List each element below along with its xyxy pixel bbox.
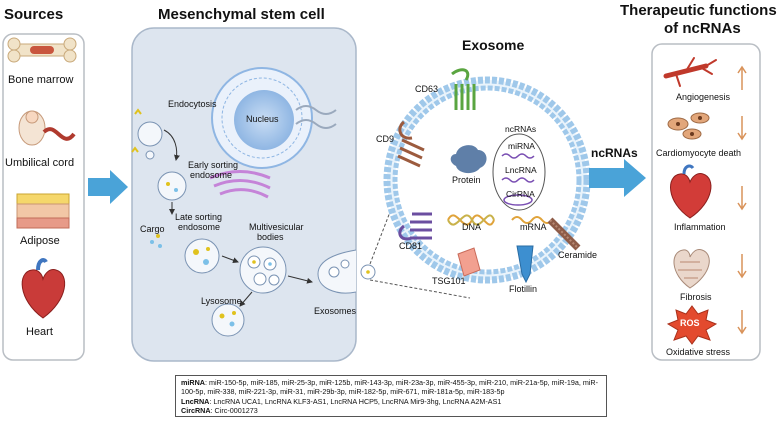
early-endosome-label-1: Early sorting: [188, 160, 239, 170]
title-exosome: Exosome: [462, 37, 525, 53]
title-functions-2: of ncRNAs: [664, 20, 741, 37]
lncrna-label: LncRNA: [505, 165, 537, 175]
fetus-cord-icon: [18, 110, 76, 146]
legend-circrna-line: CircRNA: Circ-0001273: [181, 406, 601, 415]
legend-mirna-list: : miR-150-5p, miR-185, miR-25-3p, miR-12…: [181, 378, 599, 397]
source-label-bone-marrow: Bone marrow: [8, 74, 74, 86]
ncrnas-arrow-label: ncRNAs: [591, 146, 638, 160]
mvb-label-2: bodies: [257, 232, 284, 242]
tsg101-icon: [457, 247, 481, 277]
dna-icon: [447, 214, 495, 226]
source-label-heart: Heart: [26, 326, 53, 338]
function-arrows: [737, 65, 747, 335]
function-label-oxidative-stress: Oxidative stress: [666, 347, 731, 357]
late-sorting-endosome: [184, 238, 220, 274]
protein-label: Protein: [452, 175, 481, 185]
vessel-icon: [663, 57, 717, 87]
legend-mirna-key: miRNA: [181, 378, 205, 387]
legend-lncrna-line: LncRNA: LncRNA UCA1, LncRNA KLF3-AS1, Ln…: [181, 397, 601, 406]
arrow-ncrna-to-functions: [589, 159, 646, 197]
mrna-icon: [511, 216, 553, 224]
tsg101-label: TSG101: [432, 276, 466, 286]
exosomes-label: Exosomes: [314, 306, 357, 316]
exosome: [383, 76, 591, 284]
fibrotic-heart-icon: [673, 249, 710, 289]
cd81-protein: [398, 212, 432, 241]
legend-circrna-list: : Circ-0001273: [210, 405, 258, 415]
ceramide-icon: [547, 217, 581, 251]
source-label-umbilical-cord: Umbilical cord: [5, 157, 75, 169]
golgi-icon: [209, 170, 271, 199]
ceramide-label: Ceramide: [558, 250, 598, 260]
cargo-icon: [150, 234, 162, 248]
lysosome-label: Lysosome: [201, 296, 242, 306]
endocytosis-label: Endocytosis: [168, 99, 217, 109]
heart-icon: [21, 258, 66, 319]
ros-badge: ROS: [680, 318, 700, 328]
cd63-label: CD63: [415, 84, 439, 94]
nucleus: [211, 67, 313, 169]
early-sorting-endosome: [157, 171, 187, 201]
legend-circrna-key: CircRNA: [181, 405, 211, 415]
endocytosis-vesicle: [137, 121, 163, 147]
multivesicular-body: [239, 246, 287, 294]
er-icon: [295, 105, 337, 129]
cd63-protein: [451, 68, 476, 110]
protein-icon: [450, 145, 487, 174]
cargo-label: Cargo: [140, 224, 165, 234]
mvb-label-1: Multivesicular: [249, 222, 304, 232]
mrna-label: mRNA: [520, 222, 547, 232]
legend-mirna-line: miRNA: miR-150-5p, miR-185, miR-25-3p, m…: [181, 378, 601, 397]
early-endosome-label-2: endosome: [190, 170, 233, 180]
cd81-label: CD81: [399, 241, 423, 251]
arrow-sources-to-cell: [88, 170, 128, 204]
cd9-label: CD9: [376, 134, 395, 144]
dna-label: DNA: [462, 222, 482, 232]
cardiomyocyte-icon: [667, 112, 710, 140]
title-sources: Sources: [4, 6, 64, 23]
title-functions-1: Therapeutic functions: [620, 2, 777, 19]
late-endosome-label-2: endosome: [178, 222, 221, 232]
source-label-adipose: Adipose: [20, 235, 60, 247]
legend-lncrna-list: : LncRNA UCA1, LncRNA KLF3-AS1, LncRNA H…: [209, 396, 502, 406]
lysosome: [211, 303, 245, 337]
legend-lncrna-key: LncRNA: [181, 396, 210, 406]
cd9-protein: [397, 120, 425, 168]
circrna-label: CirRNA: [506, 189, 535, 199]
title-msc: Mesenchymal stem cell: [158, 6, 325, 23]
ros-burst-icon: [666, 305, 718, 345]
fat-tissue-icon: [16, 193, 70, 229]
function-label-angiogenesis: Angiogenesis: [676, 92, 731, 102]
function-label-fibrosis: Fibrosis: [680, 292, 712, 302]
function-label-cardiomyocyte-death: Cardiomyocyte death: [656, 148, 742, 158]
exosome-release: [317, 249, 376, 294]
function-label-inflammation: Inflammation: [674, 222, 726, 232]
ncrnas-label: ncRNAs: [505, 124, 537, 134]
flotillin-icon: [516, 245, 534, 284]
ncrna-cluster: [492, 133, 546, 211]
mirna-label: miRNA: [508, 141, 535, 151]
ncrna-legend: miRNA: miR-150-5p, miR-185, miR-25-3p, m…: [175, 375, 607, 417]
bone-icon: [7, 37, 77, 63]
late-endosome-label-1: Late sorting: [175, 212, 223, 222]
heart-inflamed-icon: [670, 164, 712, 219]
nucleus-label: Nucleus: [246, 114, 279, 124]
flotillin-label: Flotillin: [509, 284, 538, 294]
